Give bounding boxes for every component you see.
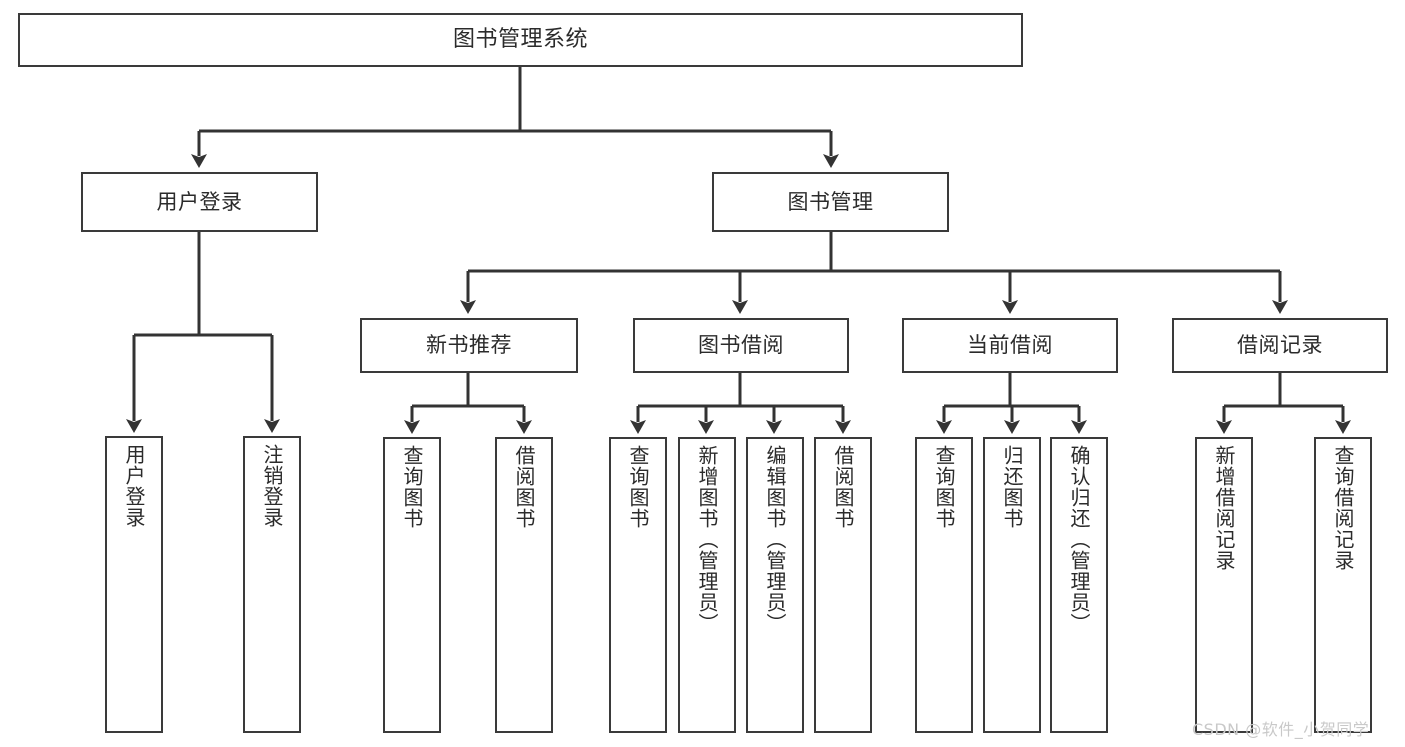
node-leaf-borrow-book-2-label: 借阅图书 (831, 445, 855, 529)
node-book-borrow-label: 图书借阅 (698, 333, 784, 358)
node-book-manage-label: 图书管理 (787, 189, 874, 214)
node-leaf-query-book-2[interactable]: 查询图书 (609, 437, 667, 733)
node-leaf-query-book-2-label: 查询图书 (626, 445, 650, 529)
node-leaf-logout[interactable]: 注销登录 (243, 436, 301, 733)
node-leaf-confirm-return[interactable]: 确认归还（管理员） (1050, 437, 1108, 733)
node-root-label: 图书管理系统 (452, 27, 588, 53)
node-leaf-user-login-label: 用户登录 (122, 444, 146, 528)
node-leaf-add-book[interactable]: 新增图书（管理员） (678, 437, 736, 733)
node-user-login[interactable]: 用户登录 (81, 172, 318, 232)
node-leaf-query-record-label: 查询借阅记录 (1331, 445, 1355, 571)
csdn-watermark: CSDN @软件_小贺同学 (1192, 720, 1370, 739)
node-leaf-query-book-1[interactable]: 查询图书 (383, 437, 441, 733)
node-user-login-label: 用户登录 (156, 189, 243, 214)
node-leaf-borrow-book-1[interactable]: 借阅图书 (495, 437, 553, 733)
node-leaf-confirm-return-label: 确认归还（管理员） (1067, 445, 1091, 634)
node-leaf-borrow-book-1-label: 借阅图书 (512, 445, 536, 529)
node-new-book-rec-label: 新书推荐 (426, 333, 512, 358)
node-leaf-logout-label: 注销登录 (260, 444, 284, 528)
node-leaf-borrow-book-2[interactable]: 借阅图书 (814, 437, 872, 733)
node-leaf-edit-book-label: 编辑图书（管理员） (763, 445, 787, 634)
node-leaf-add-book-label: 新增图书（管理员） (695, 445, 719, 634)
node-leaf-add-record-label: 新增借阅记录 (1212, 445, 1236, 571)
node-new-book-rec[interactable]: 新书推荐 (360, 318, 578, 373)
node-leaf-query-record[interactable]: 查询借阅记录 (1314, 437, 1372, 733)
node-leaf-query-book-3-label: 查询图书 (932, 445, 956, 529)
node-leaf-query-book-3[interactable]: 查询图书 (915, 437, 973, 733)
node-current-borrow-label: 当前借阅 (967, 333, 1053, 358)
node-borrow-record-label: 借阅记录 (1237, 333, 1323, 358)
node-book-borrow[interactable]: 图书借阅 (633, 318, 849, 373)
node-leaf-add-record[interactable]: 新增借阅记录 (1195, 437, 1253, 733)
node-book-manage[interactable]: 图书管理 (712, 172, 949, 232)
node-borrow-record[interactable]: 借阅记录 (1172, 318, 1388, 373)
node-leaf-edit-book[interactable]: 编辑图书（管理员） (746, 437, 804, 733)
node-leaf-user-login[interactable]: 用户登录 (105, 436, 163, 733)
node-leaf-return-book-label: 归还图书 (1000, 445, 1024, 529)
node-current-borrow[interactable]: 当前借阅 (902, 318, 1118, 373)
node-leaf-return-book[interactable]: 归还图书 (983, 437, 1041, 733)
node-leaf-query-book-1-label: 查询图书 (400, 445, 424, 529)
node-root[interactable]: 图书管理系统 (18, 13, 1023, 67)
